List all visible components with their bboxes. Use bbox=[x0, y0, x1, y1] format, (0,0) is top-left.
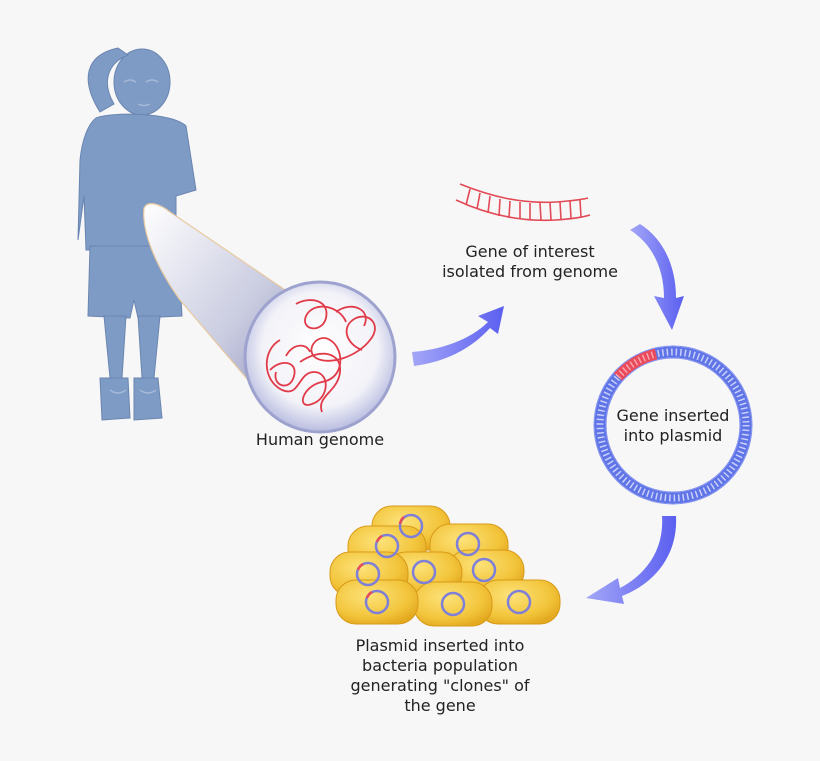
human-genome-tangle bbox=[265, 299, 376, 413]
human-genome-text: Human genome bbox=[255, 430, 385, 449]
bacteria-population bbox=[329, 505, 561, 627]
plasmid-ring bbox=[593, 345, 753, 505]
person-face-details bbox=[109, 79, 159, 394]
arrow-plasmid-to-bacteria bbox=[586, 516, 677, 604]
plasmid-bacteria-line-3: generating "clones" of bbox=[350, 676, 530, 695]
bacteria-plasmids bbox=[355, 513, 532, 617]
gene-of-interest-label: Gene of interest isolated from genome bbox=[430, 242, 630, 282]
human-genome-label: Human genome bbox=[250, 430, 390, 450]
plasmid-bacteria-line-4: the gene bbox=[404, 696, 476, 715]
gene-inserted-label: Gene inserted into plasmid bbox=[600, 406, 746, 446]
gene-inserted-line-2: into plasmid bbox=[623, 426, 723, 445]
arrow-lens-to-gene bbox=[412, 306, 504, 366]
plasmid-bacteria-label: Plasmid inserted into bacteria populatio… bbox=[330, 636, 550, 716]
arrow-gene-to-plasmid bbox=[630, 224, 684, 330]
gene-of-interest-line-2: isolated from genome bbox=[442, 262, 618, 281]
plasmid-bacteria-line-1: Plasmid inserted into bbox=[355, 636, 525, 655]
gene-inserted-line-1: Gene inserted bbox=[616, 406, 730, 425]
genome-lens bbox=[243, 280, 397, 434]
gene-of-interest-line-1: Gene of interest bbox=[465, 242, 595, 261]
plasmid-bacteria-line-2: bacteria population bbox=[362, 656, 518, 675]
gene-of-interest-dna bbox=[455, 183, 591, 222]
